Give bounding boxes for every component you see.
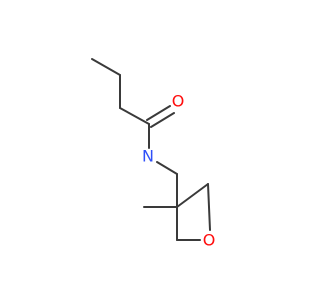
bond-c4-o-double-b [150, 112, 175, 128]
bond-c6-c7 [176, 183, 209, 208]
bond-c4-o-double-a [146, 105, 171, 121]
molecule-diagram: O N O [91, 58, 216, 250]
bond-c3-c4 [119, 107, 150, 125]
bond-c1-c2 [91, 58, 121, 76]
atom-o-ring: O [203, 231, 216, 250]
atom-o-carbonyl: O [172, 92, 185, 111]
atom-n-amide: N [142, 147, 154, 166]
bond-o-ring-c7 [207, 183, 211, 231]
bond-n-c5 [156, 161, 178, 175]
